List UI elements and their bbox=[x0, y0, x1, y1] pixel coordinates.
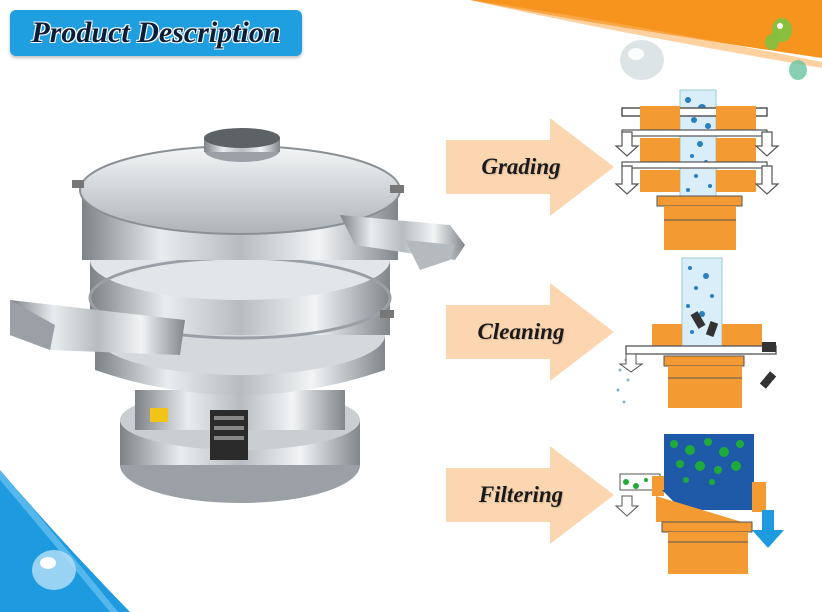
title-badge: Product Description bbox=[10, 10, 302, 56]
water-drop-decoration bbox=[620, 18, 807, 80]
filtering-diagram-icon bbox=[614, 434, 784, 574]
cleaning-arrow: Cleaning bbox=[446, 283, 616, 381]
filtering-arrow: Filtering bbox=[446, 446, 616, 544]
vibrating-sieve-machine-image bbox=[10, 128, 465, 503]
page-title: Product Description bbox=[31, 16, 281, 49]
cleaning-label: Cleaning bbox=[477, 319, 565, 344]
water-drop-decoration bbox=[32, 550, 76, 590]
grading-arrow: Grading bbox=[446, 118, 616, 216]
grading-diagram-icon bbox=[614, 89, 780, 250]
cleaning-diagram-icon bbox=[616, 257, 777, 408]
filtering-label: Filtering bbox=[478, 482, 564, 507]
grading-label: Grading bbox=[481, 154, 561, 179]
